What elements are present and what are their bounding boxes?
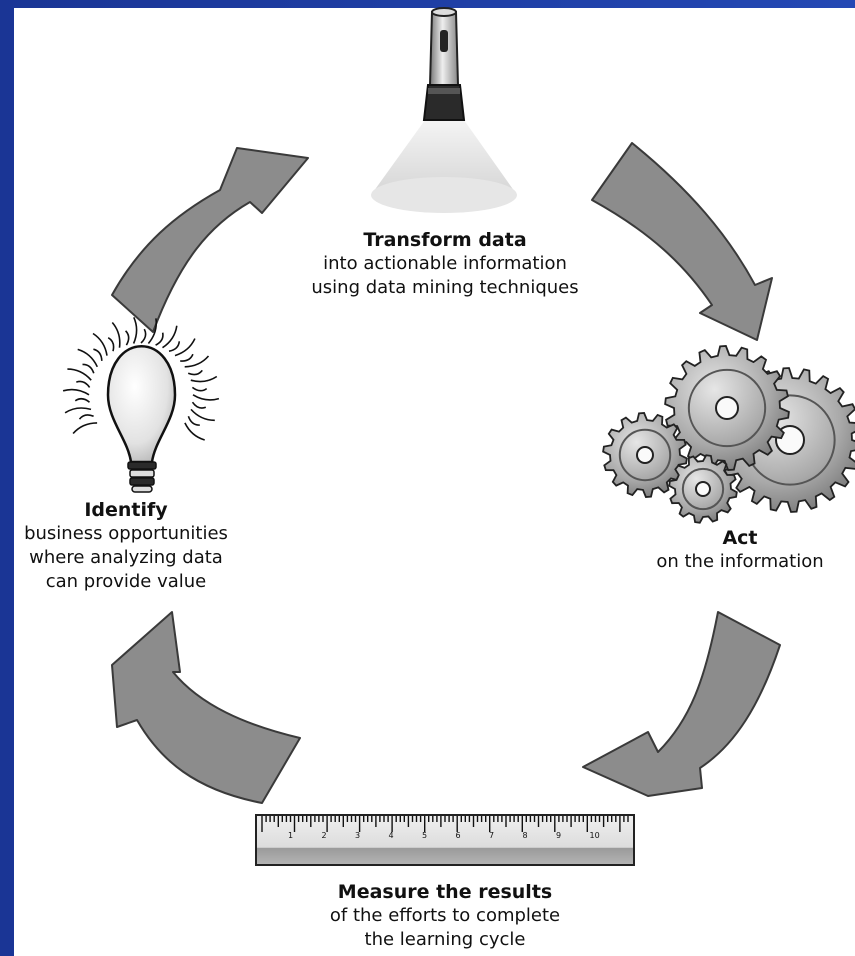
step-transform: Transform data into actionable informati… [270, 228, 620, 300]
step-desc-line: business opportunities [24, 523, 228, 544]
step-act: Act on the information [630, 526, 850, 574]
ruler-body [255, 814, 635, 866]
flashlight-switch [440, 30, 448, 52]
step-title: Measure the results [337, 881, 553, 903]
ruler-number: 6 [456, 831, 461, 840]
lightbulb-icon [62, 316, 220, 493]
lightbulb-glass [106, 345, 177, 464]
step-identify: Identify business opportunities where an… [6, 498, 246, 594]
cycle-arrows [111, 142, 781, 804]
gears-icon [602, 345, 855, 524]
step-desc-line: using data mining techniques [311, 277, 579, 298]
gear-small [602, 412, 688, 498]
lightbulb-rays [62, 316, 220, 441]
step-desc-line: into actionable information [323, 253, 567, 274]
step-desc-line: of the efforts to complete [329, 905, 561, 926]
ruler-number: 4 [389, 831, 394, 840]
ruler-number: 1 [288, 831, 293, 840]
arrow-act-to-measure [582, 611, 781, 797]
ruler-icon: 1 2 3 4 5 6 7 8 9 10 [255, 814, 635, 866]
step-measure: Measure the results of the efforts to co… [270, 880, 620, 952]
gear-tiny [668, 454, 738, 524]
flashlight-beam [371, 120, 517, 195]
arrow-transform-to-act [591, 142, 773, 341]
step-desc-line: can provide value [45, 571, 207, 592]
flashlight-icon [371, 7, 517, 213]
arrow-identify-to-transform [111, 147, 309, 333]
gear-medium [664, 345, 790, 471]
step-title: Act [722, 527, 758, 549]
flashlight-beam-end [371, 177, 517, 213]
ruler-number: 3 [355, 831, 360, 840]
step-desc-line: the learning cycle [364, 929, 526, 950]
ruler-number: 8 [523, 831, 528, 840]
ruler-number: 5 [422, 831, 427, 840]
arrow-measure-to-identify [111, 611, 301, 804]
ruler-number: 10 [590, 831, 600, 840]
step-title: Identify [84, 499, 168, 521]
step-desc-line: where analyzing data [29, 547, 223, 568]
ruler-number: 7 [489, 831, 494, 840]
step-title: Transform data [363, 229, 527, 251]
ruler-number: 2 [322, 831, 327, 840]
lightbulb-base [127, 461, 157, 493]
ruler-number: 9 [556, 831, 561, 840]
step-desc-line: on the information [656, 551, 824, 572]
